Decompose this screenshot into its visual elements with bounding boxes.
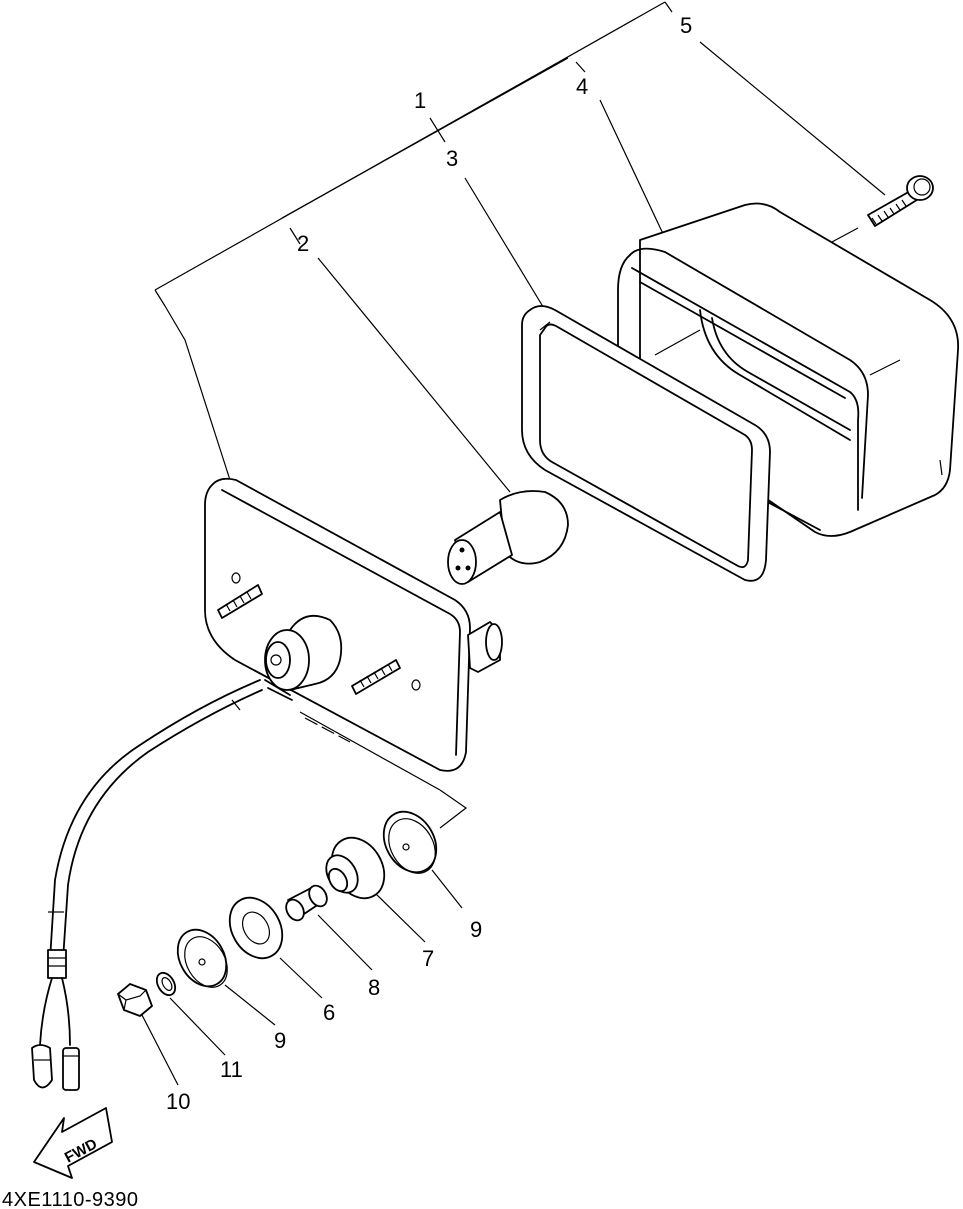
callout-8: 8	[368, 975, 380, 1000]
lock-washer-part-11	[153, 970, 179, 999]
lamp-housing	[205, 479, 502, 771]
callout-4: 4	[576, 74, 588, 99]
grommet-part-6	[219, 888, 293, 967]
bulb	[448, 491, 568, 584]
washer-part-9-inner	[168, 921, 236, 995]
forward-direction-arrow: FWD	[34, 1108, 112, 1178]
callout-9-outer: 9	[470, 917, 482, 942]
lens-gasket	[522, 306, 770, 581]
lens-screw	[868, 176, 933, 226]
collar-part-8	[283, 882, 331, 923]
callout-leader-lines	[142, 2, 885, 1085]
callout-numbers: 1 2 3 4 5 6 7 8 9 9 10 11	[166, 13, 692, 1114]
callout-11: 11	[220, 1057, 243, 1082]
callout-1: 1	[414, 88, 426, 113]
callout-6: 6	[323, 1000, 335, 1025]
callout-2: 2	[297, 231, 309, 256]
callout-9-inner: 9	[274, 1028, 286, 1053]
callout-3: 3	[446, 146, 458, 171]
washer-part-9-outer	[373, 802, 447, 881]
wire-harness	[32, 680, 262, 1090]
callout-10: 10	[166, 1089, 190, 1114]
grommet-part-7	[320, 828, 395, 907]
callout-5: 5	[680, 13, 692, 38]
nut-part-10	[118, 984, 152, 1016]
callout-7: 7	[422, 946, 434, 971]
part-code: 4XE1110-9390	[2, 1189, 138, 1209]
